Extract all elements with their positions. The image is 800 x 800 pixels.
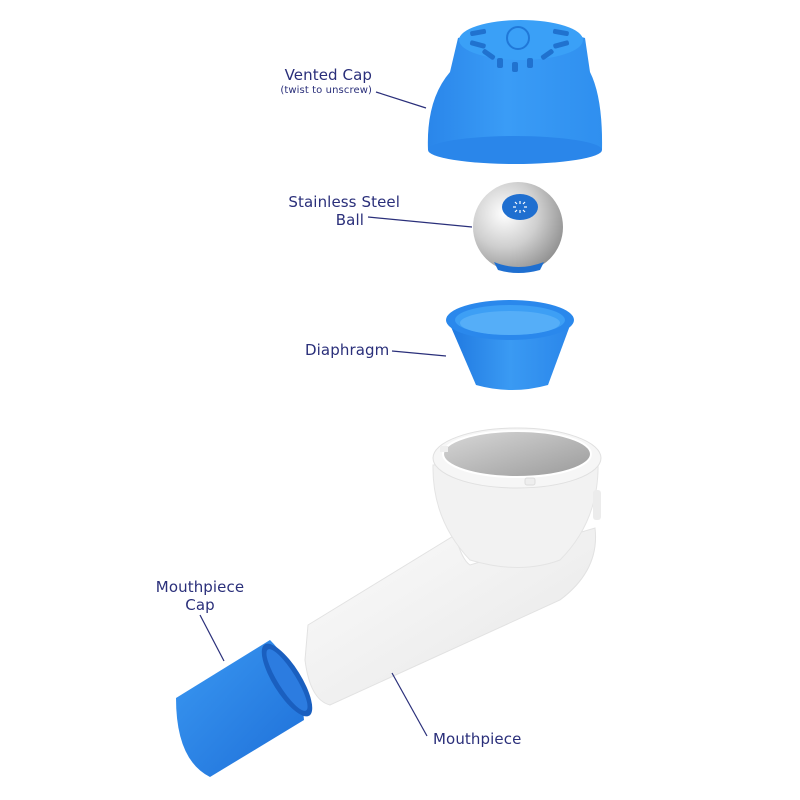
steel-ball-label: Stainless Steel Ball xyxy=(250,193,400,229)
mouthpiece-cap-title-line1: Mouthpiece xyxy=(155,578,245,596)
mouthpiece-cap-label: Mouthpiece Cap xyxy=(140,578,260,614)
diaphragm-leader xyxy=(391,350,447,357)
steel-ball-leader xyxy=(367,216,473,228)
vented-cap-leader xyxy=(375,91,427,109)
diaphragm-title: Diaphragm xyxy=(305,341,390,359)
leader-lines xyxy=(199,91,473,737)
vented-cap-subtitle: (twist to unscrew) xyxy=(280,85,372,96)
mouthpiece-cap-leader xyxy=(199,614,225,662)
vented-cap-label: Vented Cap (twist to unscrew) xyxy=(262,66,372,97)
vented-cap-shape xyxy=(427,20,603,164)
vented-cap-title: Vented Cap xyxy=(284,66,372,84)
mouthpiece-cap-title-line2: Cap xyxy=(185,596,215,614)
steel-ball-title-line2: Ball xyxy=(335,211,364,229)
mouthpiece-title: Mouthpiece xyxy=(433,730,522,748)
steel-ball-title-line1: Stainless Steel xyxy=(288,193,400,211)
steel-ball-shape xyxy=(473,182,563,273)
diaphragm-label: Diaphragm xyxy=(305,341,389,359)
mouthpiece-label: Mouthpiece xyxy=(433,730,521,748)
mouthpiece-leader xyxy=(391,672,428,737)
mouthpiece-cap-shape xyxy=(176,640,313,777)
mouthpiece-shape xyxy=(304,427,602,706)
diaphragm-shape xyxy=(446,300,574,390)
